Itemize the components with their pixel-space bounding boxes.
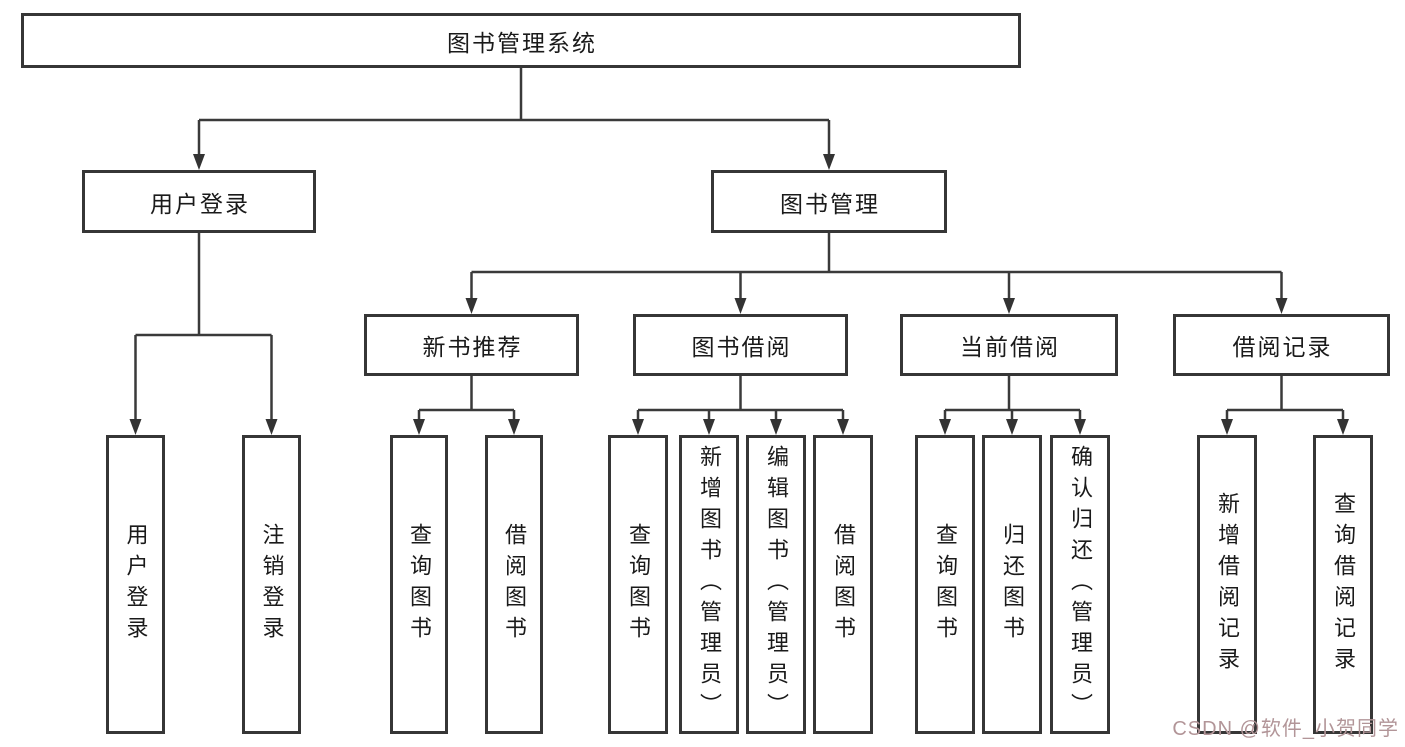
leaf-logout: 注销登录 xyxy=(242,435,301,734)
node-current-borrow: 当前借阅 xyxy=(900,314,1118,376)
leaf-user-login: 用户登录 xyxy=(106,435,165,734)
node-label: 图书管理系统 xyxy=(447,29,597,56)
node-label: 新增图书（管理员） xyxy=(697,445,722,724)
node-label: 查询图书 xyxy=(407,522,432,647)
leaf-query-books-borrow: 查询图书 xyxy=(608,435,668,734)
node-borrow-records: 借阅记录 xyxy=(1173,314,1390,376)
leaf-borrow-books: 借阅图书 xyxy=(813,435,873,734)
node-label: 图书借阅 xyxy=(691,334,792,360)
node-label: 确认归还（管理员） xyxy=(1068,445,1093,724)
node-new-book-recommend: 新书推荐 xyxy=(364,314,579,376)
node-label: 当前借阅 xyxy=(960,334,1060,360)
node-user-login-branch: 用户登录 xyxy=(82,170,316,233)
csdn-watermark: CSDN @软件_小贺同学 xyxy=(1172,718,1399,740)
arrowheads xyxy=(129,154,1349,435)
node-label: 用户登录 xyxy=(123,522,149,647)
node-root-library-management-system: 图书管理系统 xyxy=(21,13,1021,68)
node-label: 查询图书 xyxy=(626,522,651,647)
node-label: 新书推荐 xyxy=(422,334,523,360)
leaf-query-books-current: 查询图书 xyxy=(915,435,975,734)
node-book-management-branch: 图书管理 xyxy=(711,170,947,233)
node-label: 借阅记录 xyxy=(1232,334,1333,360)
leaf-confirm-return-admin: 确认归还（管理员） xyxy=(1050,435,1110,734)
leaf-return-book: 归还图书 xyxy=(982,435,1042,734)
leaf-borrow-books-recommend: 借阅图书 xyxy=(485,435,543,734)
node-label: 借阅图书 xyxy=(831,522,856,647)
leaf-query-borrow-record: 查询借阅记录 xyxy=(1313,435,1373,734)
node-label: 图书管理 xyxy=(780,190,880,217)
node-label: 查询图书 xyxy=(933,522,958,647)
node-label: 编辑图书（管理员） xyxy=(764,445,789,724)
leaf-edit-book-admin: 编辑图书（管理员） xyxy=(746,435,806,734)
node-label: 借阅图书 xyxy=(502,522,527,647)
leaf-query-books-recommend: 查询图书 xyxy=(390,435,448,734)
node-label: 注销登录 xyxy=(259,522,285,647)
leaf-add-borrow-record: 新增借阅记录 xyxy=(1197,435,1257,734)
node-label: 用户登录 xyxy=(150,190,250,217)
node-label: 新增借阅记录 xyxy=(1215,491,1240,678)
node-book-borrow: 图书借阅 xyxy=(633,314,848,376)
node-label: 查询借阅记录 xyxy=(1331,491,1356,678)
node-label: 归还图书 xyxy=(1000,522,1025,647)
leaf-add-book-admin: 新增图书（管理员） xyxy=(679,435,739,734)
